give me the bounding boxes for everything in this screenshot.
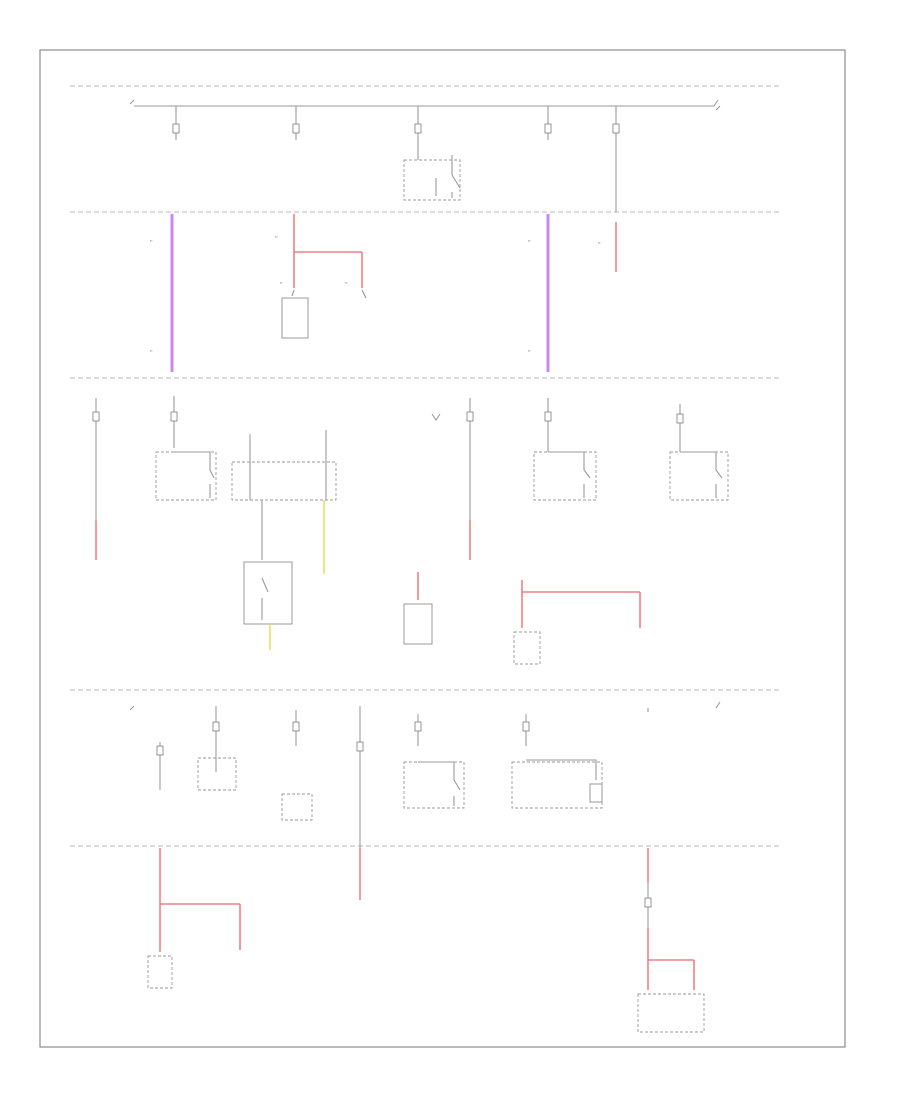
svg-text:▪▪: ▪▪: [345, 281, 348, 285]
fuse-3: [414, 106, 422, 140]
relay-box-1: [155, 451, 217, 501]
switch-1: [403, 140, 461, 201]
svg-text:▪▪: ▪▪: [598, 241, 601, 245]
svg-text:▪▪: ▪▪: [150, 239, 153, 243]
svg-text:▪▪: ▪▪: [280, 281, 283, 285]
module-1: [403, 572, 433, 645]
relay-box-6: [511, 761, 603, 809]
row2: ▪▪ ▪▪ ▪▪ ▪▪ ▪▪ ▪▪ ▪▪ ▪▪: [150, 214, 617, 372]
relay-box-5: [403, 761, 465, 809]
fuse-2: [292, 106, 300, 140]
relay-box-2: [231, 461, 337, 501]
red-wire-4: [147, 848, 241, 989]
row4: [129, 701, 721, 848]
row3: [92, 396, 729, 665]
fuse-5: [612, 106, 620, 212]
red-wire-2: ▪▪: [598, 222, 617, 272]
row5: [147, 848, 705, 1033]
red-wire-1: ▪▪ ▪▪ ▪▪: [275, 214, 367, 339]
relay-box-3: [533, 451, 597, 501]
fuse-4: [544, 106, 552, 140]
red-wire-6: [637, 848, 705, 1033]
svg-text:▪▪: ▪▪: [528, 239, 531, 243]
fuse-1: [172, 106, 180, 140]
red-wire-3: [513, 580, 641, 665]
relay-box-4: [669, 451, 729, 501]
central-relay: [243, 500, 293, 650]
svg-text:▪▪: ▪▪: [275, 235, 278, 239]
svg-text:▪▪: ▪▪: [150, 349, 153, 353]
row1-bus: [129, 99, 721, 212]
diagram-frame: [39, 49, 846, 1048]
svg-text:▪▪: ▪▪: [528, 349, 531, 353]
